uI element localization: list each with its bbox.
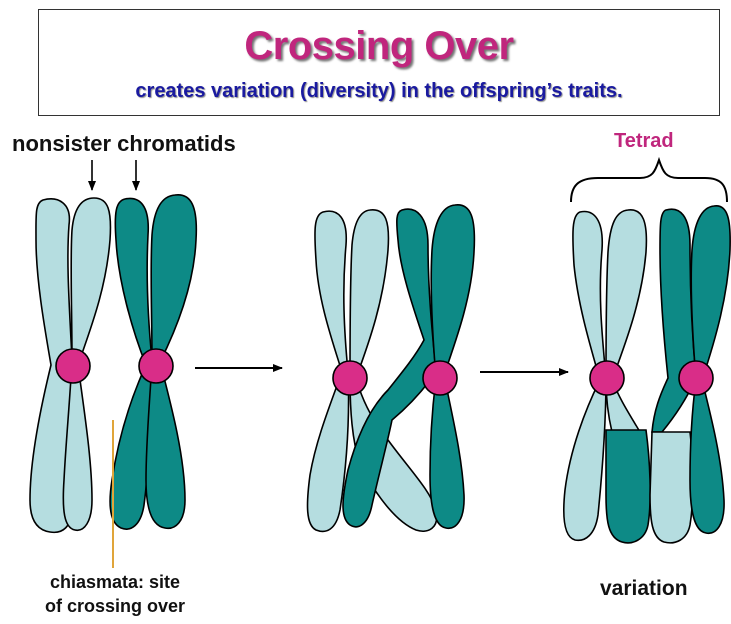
stage3-dark-segment-on-light [606,430,650,543]
stage1-centromere-dark [139,349,173,383]
stage3-dark-chromatid-left-top [652,209,696,432]
stage2-centromere-dark [423,361,457,395]
stage3-light-segment-on-dark [650,432,693,543]
stage2-centromere-light [333,361,367,395]
stage3-centromere-light [590,361,624,395]
tetrad-brace [571,160,727,202]
stage3-chromosome-pair [564,206,730,543]
stage2-chromosome-pair [308,205,475,532]
stage3-centromere-dark [679,361,713,395]
stage3-light-chromatid-right-top [606,210,646,432]
stage1-centromere-light [56,349,90,383]
